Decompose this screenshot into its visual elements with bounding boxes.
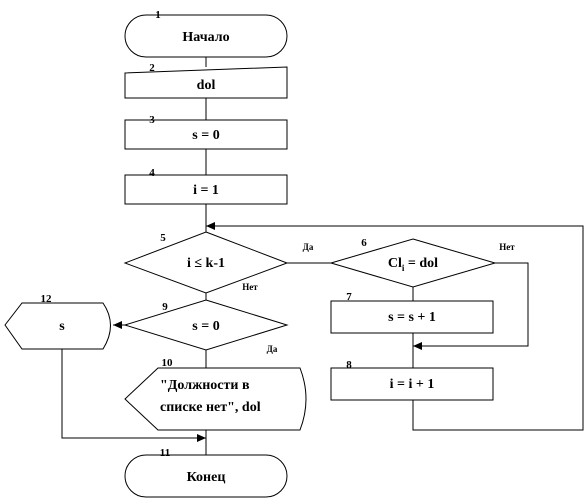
block-12-number: 12 [41,293,53,305]
block-7-number: 7 [346,291,352,303]
block-2-input: dol 2 [124,62,288,99]
block-3-process: s = 0 3 [124,114,288,150]
block-8-label: i = i + 1 [390,377,435,392]
block-2-number: 2 [149,62,155,74]
block-11-number: 11 [160,447,170,459]
block-10-line2: списке нет", dol [160,400,261,415]
block-10-line1: "Должности в [160,378,250,393]
block-6-number: 6 [361,237,367,249]
block-9-label: s = 0 [192,319,219,334]
block-12-label: s [59,319,65,334]
block-7-label: s = s + 1 [388,310,436,325]
arrowhead-no-branch [413,342,422,350]
block-5-label: i ≤ k-1 [187,256,225,271]
block-1-label: Начало [182,30,229,45]
block-9-decision: s = 0 9 Да [123,299,289,354]
block-11-end: Конец 11 [124,447,288,498]
block-8-process: i = i + 1 8 [330,359,494,401]
block-9-number: 9 [162,301,168,313]
block-11-label: Конец [187,470,226,485]
block-6-label-main: Cl [388,256,402,271]
block-4-number: 4 [149,167,155,179]
block-7-process: s = s + 1 7 [330,291,494,334]
block-6-no-label: Нет [499,242,515,252]
block-2-label: dol [197,78,216,93]
block-5-number: 5 [160,232,166,244]
block-3-number: 3 [149,114,155,126]
block-5-decision: i ≤ k-1 5 Да Нет [123,231,314,294]
block-4-label: i = 1 [193,183,219,198]
arrowhead-join [197,434,206,442]
arrowhead-to-display [113,321,122,329]
block-3-label: s = 0 [192,128,219,143]
block-12-display: s 12 [4,293,111,350]
block-1-number: 1 [155,9,161,21]
block-10-output: "Должности в списке нет", dol 10 [124,357,307,431]
block-8-number: 8 [346,359,352,371]
arrowhead-loop-return [206,222,215,230]
block-10-number: 10 [162,357,174,369]
arrowheads [113,222,422,442]
block-5-yes-label: Да [303,242,314,252]
block-4-process: i = 1 4 [124,167,288,205]
block-9-yes-label: Да [267,344,278,354]
block-1-start: Начало 1 [124,9,288,58]
block-6-label-sub: i [402,263,405,273]
block-6-label: Cli = dol [388,256,438,273]
block-6-decision: Cli = dol 6 Нет [329,237,515,288]
connectors [61,57,584,455]
block-6-label-tail: = dol [404,256,438,271]
block-5-no-label: Нет [242,282,258,292]
